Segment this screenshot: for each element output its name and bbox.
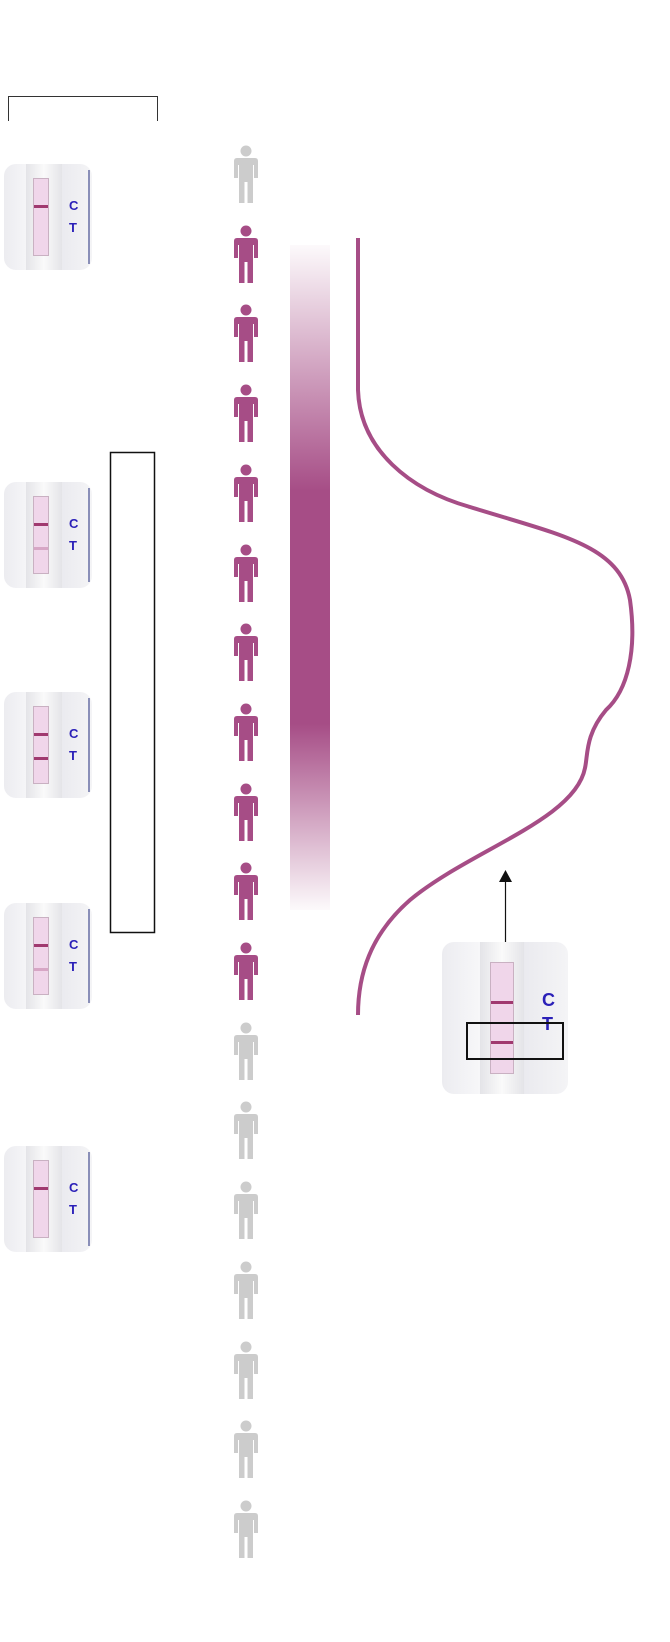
control-label: C — [69, 726, 79, 741]
control-label: C — [69, 516, 79, 531]
test-line — [491, 1041, 513, 1044]
person-icon-positive — [233, 544, 259, 609]
person-icon-negative — [233, 145, 259, 210]
person-icon-positive — [233, 304, 259, 369]
test-line — [34, 968, 48, 971]
control-line — [34, 944, 48, 947]
control-line — [34, 1187, 48, 1190]
test-strip — [33, 706, 49, 784]
test-label: T — [69, 220, 77, 235]
cassette-edge — [88, 170, 90, 264]
person-icon-positive — [233, 942, 259, 1007]
test-label: T — [69, 748, 77, 763]
distribution-curve — [356, 238, 635, 1016]
test-label: T — [69, 1202, 77, 1217]
cassette-edge — [88, 909, 90, 1003]
person-icon-positive — [233, 384, 259, 449]
control-line — [34, 733, 48, 736]
person-icon-negative — [233, 1341, 259, 1406]
arrow-head-icon — [499, 870, 512, 882]
person-icon-positive — [233, 862, 259, 927]
test-strip — [33, 178, 49, 256]
person-icon-positive — [233, 623, 259, 688]
person-icon-negative — [233, 1181, 259, 1246]
test-strip — [33, 917, 49, 995]
test-label: T — [542, 1014, 553, 1034]
person-icon-positive — [233, 783, 259, 848]
control-label: C — [69, 937, 79, 952]
intensity-gradient-band — [290, 245, 330, 910]
cassette-edge — [88, 1152, 90, 1246]
top-bracket — [8, 96, 158, 121]
control-label: C — [69, 198, 79, 213]
test-cassette: C T — [4, 482, 92, 588]
person-icon-positive — [233, 225, 259, 290]
person-icon-negative — [233, 1500, 259, 1565]
person-icon-negative — [233, 1261, 259, 1326]
control-line — [34, 523, 48, 526]
control-line — [491, 1001, 513, 1004]
test-line — [34, 757, 48, 760]
person-icon-negative — [233, 1101, 259, 1166]
control-label: C — [542, 990, 555, 1010]
cassette-edge — [88, 488, 90, 582]
test-label: T — [69, 538, 77, 553]
person-icon-negative — [233, 1022, 259, 1087]
test-cassette: C T — [4, 903, 92, 1009]
detail-test-cassette: C T — [442, 942, 568, 1094]
test-strip — [490, 962, 514, 1074]
cassette-edge — [88, 698, 90, 792]
test-cassette: C T — [4, 1146, 92, 1252]
test-line — [34, 547, 48, 550]
person-icon-positive — [233, 703, 259, 768]
test-cassette: C T — [4, 164, 92, 270]
test-label: T — [69, 959, 77, 974]
test-line-highlight-box — [466, 1022, 564, 1060]
person-icon-negative — [233, 1420, 259, 1485]
range-bracket-box — [109, 451, 156, 934]
test-strip — [33, 1160, 49, 1238]
control-line — [34, 205, 48, 208]
control-label: C — [69, 1180, 79, 1195]
test-cassette: C T — [4, 692, 92, 798]
person-icon-positive — [233, 464, 259, 529]
test-strip — [33, 496, 49, 574]
